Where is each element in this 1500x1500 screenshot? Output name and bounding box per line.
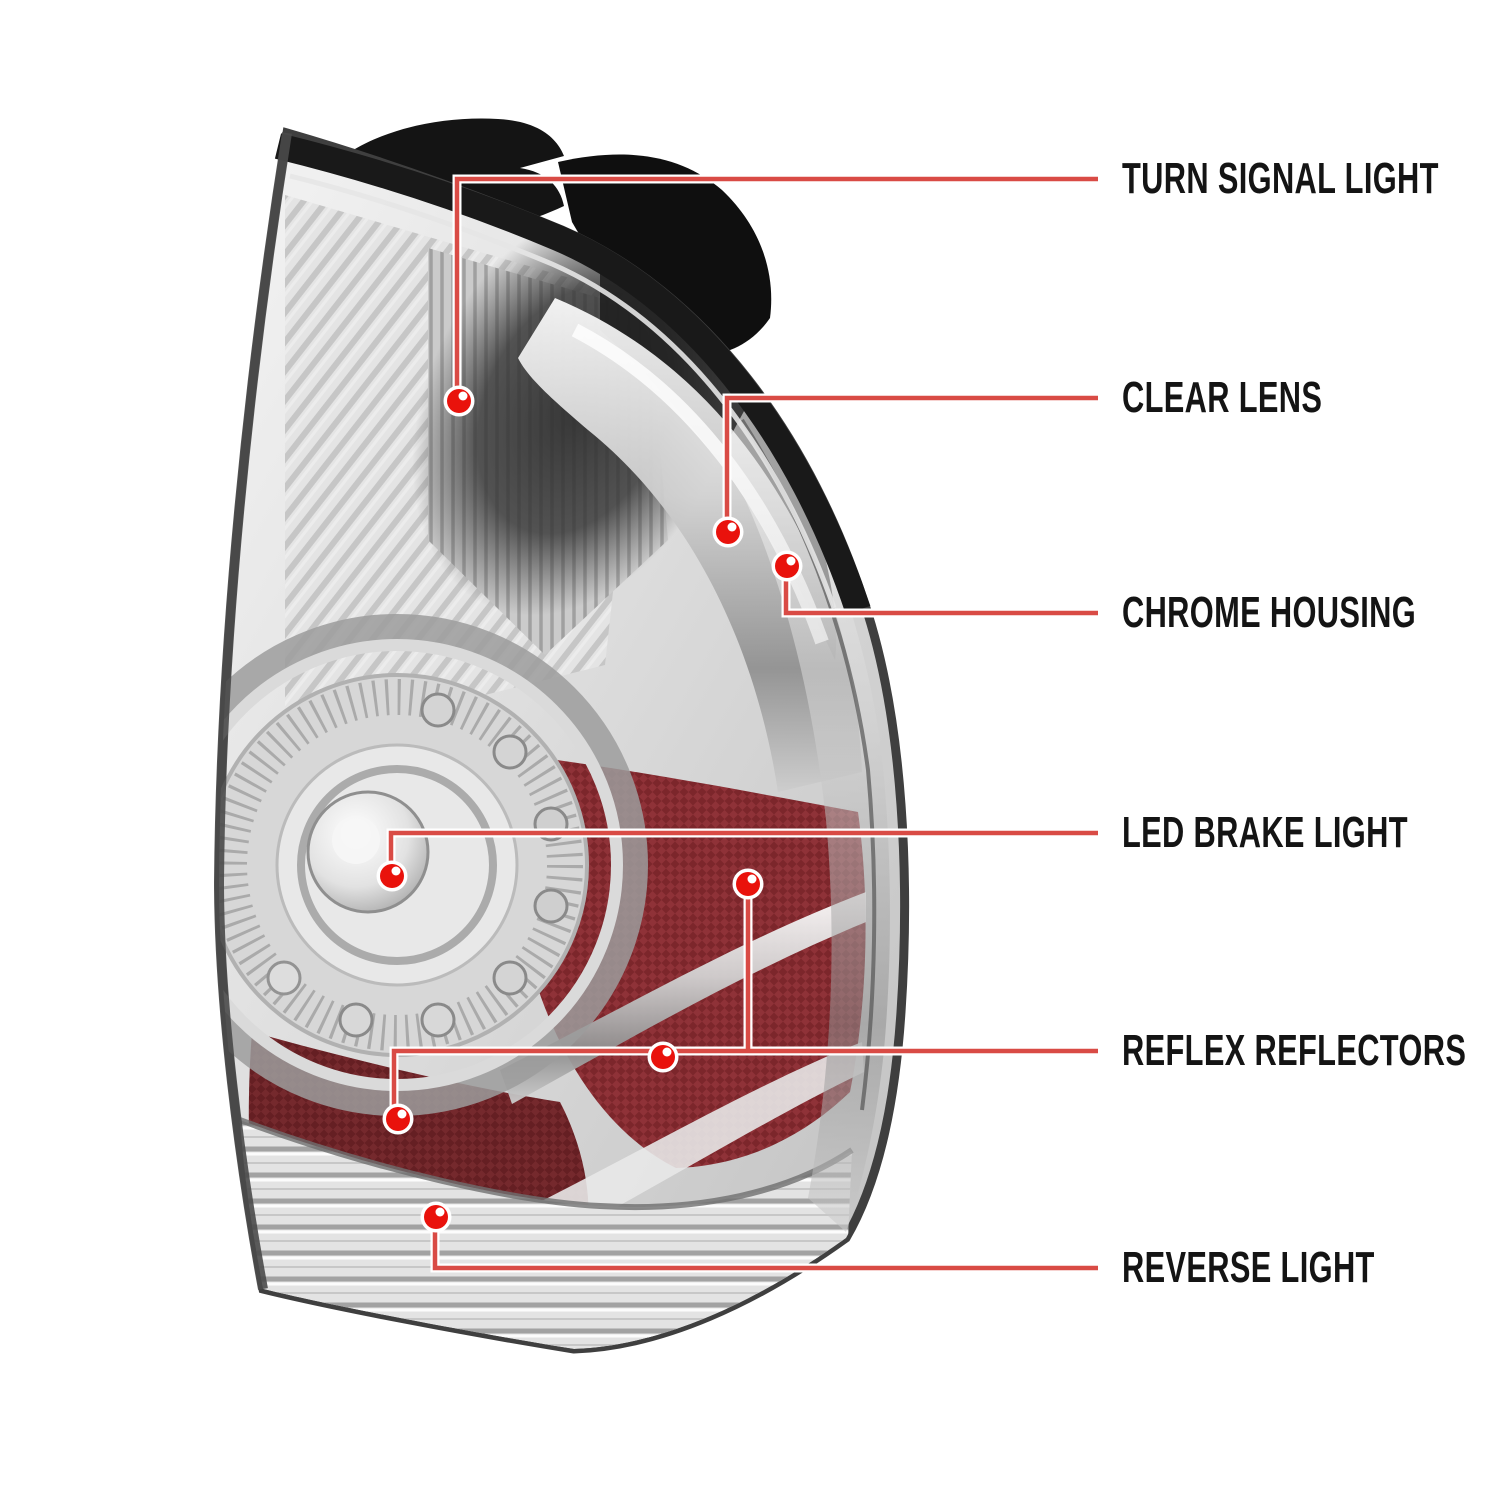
callout-line-reverse-light [432, 1216, 1098, 1271]
callout-dot-reverse-light [420, 1201, 452, 1233]
tail-light-illustration [213, 127, 910, 1354]
callout-line-reflex-reflectors [391, 1048, 1098, 1118]
callout-line-chrome-housing [783, 567, 1098, 616]
label-clear-lens: CLEAR LENS [1122, 373, 1323, 422]
label-reverse-light: REVERSE LIGHT [1122, 1243, 1375, 1292]
reflex-region-right [515, 755, 866, 1168]
callout-dot-chrome-housing [771, 550, 803, 582]
callout-dot-reflex-reflector-3 [382, 1103, 414, 1135]
callout-dot-turn-signal-light [443, 385, 475, 417]
chrome-slash-2 [520, 1042, 864, 1248]
callout-dot-reflex-reflector-2 [647, 1041, 679, 1073]
label-reflex-reflectors: REFLEX REFLECTORS [1122, 1026, 1467, 1075]
bracket-right [558, 154, 772, 356]
left-rim [213, 132, 292, 1290]
top-rim [274, 133, 871, 615]
led-pucks [266, 692, 569, 1038]
reverse-light-ribs [240, 1120, 852, 1349]
callout-dots [376, 385, 803, 1233]
chrome-sweep [518, 298, 862, 792]
label-led-brake-light: LED BRAKE LIGHT [1122, 808, 1408, 857]
callout-dot-clear-lens [712, 516, 744, 548]
label-chrome-housing: CHROME HOUSING [1122, 588, 1417, 637]
callout-dot-reflex-reflector-1 [732, 868, 764, 900]
callout-line-clear-lens [724, 395, 1098, 531]
top-rim-chrome-line [289, 173, 837, 609]
callout-lines [386, 174, 1098, 1273]
callout-dot-led-brake-light [376, 860, 408, 892]
callout-line-turn-signal-light [454, 176, 1098, 400]
label-turn-signal-light: TURN SIGNAL LIGHT [1122, 154, 1439, 203]
